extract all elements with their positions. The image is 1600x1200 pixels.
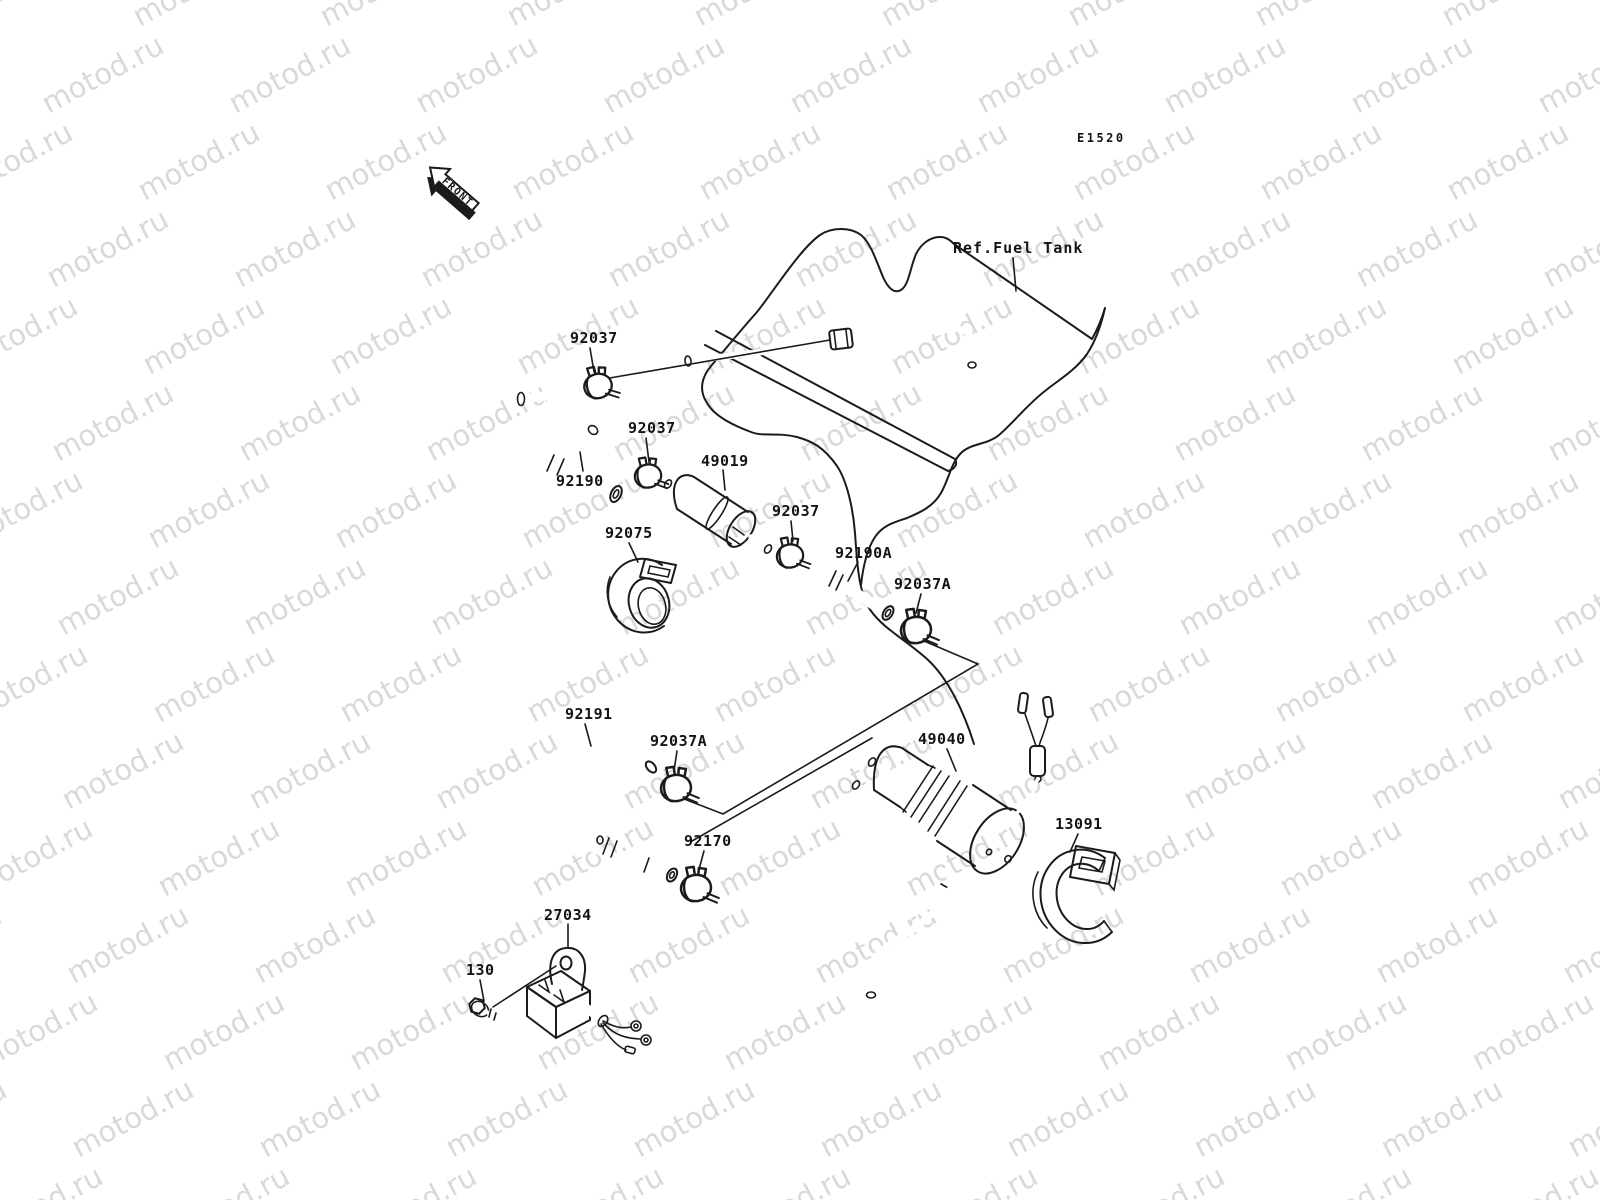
page-code: E1520 — [1077, 131, 1126, 145]
front-arrow: FRONT — [427, 166, 481, 221]
pipe-92190A — [807, 561, 895, 621]
tank-fuel-line — [684, 325, 977, 369]
part-label-92037-right: 92037 — [772, 502, 820, 520]
relay-27034 — [526, 946, 652, 1055]
part-label-49040: 49040 — [918, 730, 966, 748]
clamp-92037-top — [578, 361, 623, 407]
fuel-tank-outline — [701, 228, 1106, 745]
part-label-92037-mid: 92037 — [628, 419, 676, 437]
fuel-pump-49040 — [851, 691, 1054, 999]
part-label-92170: 92170 — [684, 832, 732, 850]
part-label-92037-top: 92037 — [570, 329, 618, 347]
holder-92075 — [606, 557, 677, 634]
part-label-27034: 27034 — [544, 906, 592, 924]
connector-lines — [492, 339, 980, 1008]
part-label-92190: 92190 — [556, 472, 604, 490]
leader-lines — [479, 257, 1079, 1002]
hose-92191 — [552, 741, 679, 883]
part-label-92075: 92075 — [605, 524, 653, 542]
clamp-92037A-upper — [896, 604, 941, 651]
part-label-13091: 13091 — [1055, 815, 1103, 833]
part-label-92190A: 92190A — [835, 544, 893, 562]
part-label-130: 130 — [466, 961, 495, 979]
holder-13091 — [1032, 845, 1121, 945]
clamp-92037A-lower — [656, 762, 701, 809]
clamp-92037-mid — [630, 453, 671, 495]
bolt-130 — [468, 997, 501, 1023]
part-label-92037A-lower: 92037A — [650, 732, 708, 750]
part-label-49019: 49019 — [701, 452, 749, 470]
hose-92190-elbow — [516, 389, 599, 436]
fuel-line-ferrule — [828, 327, 854, 351]
part-label-92037A-upper: 92037A — [894, 575, 952, 593]
ref-fuel-tank-label: Ref.Fuel Tank — [953, 239, 1084, 257]
pump-wire-connectors — [981, 691, 1054, 836]
fuel-filter-49019 — [663, 474, 773, 554]
part-label-92191: 92191 — [565, 705, 613, 723]
pipe-92190 — [505, 439, 623, 503]
relay-wires — [600, 1020, 652, 1055]
